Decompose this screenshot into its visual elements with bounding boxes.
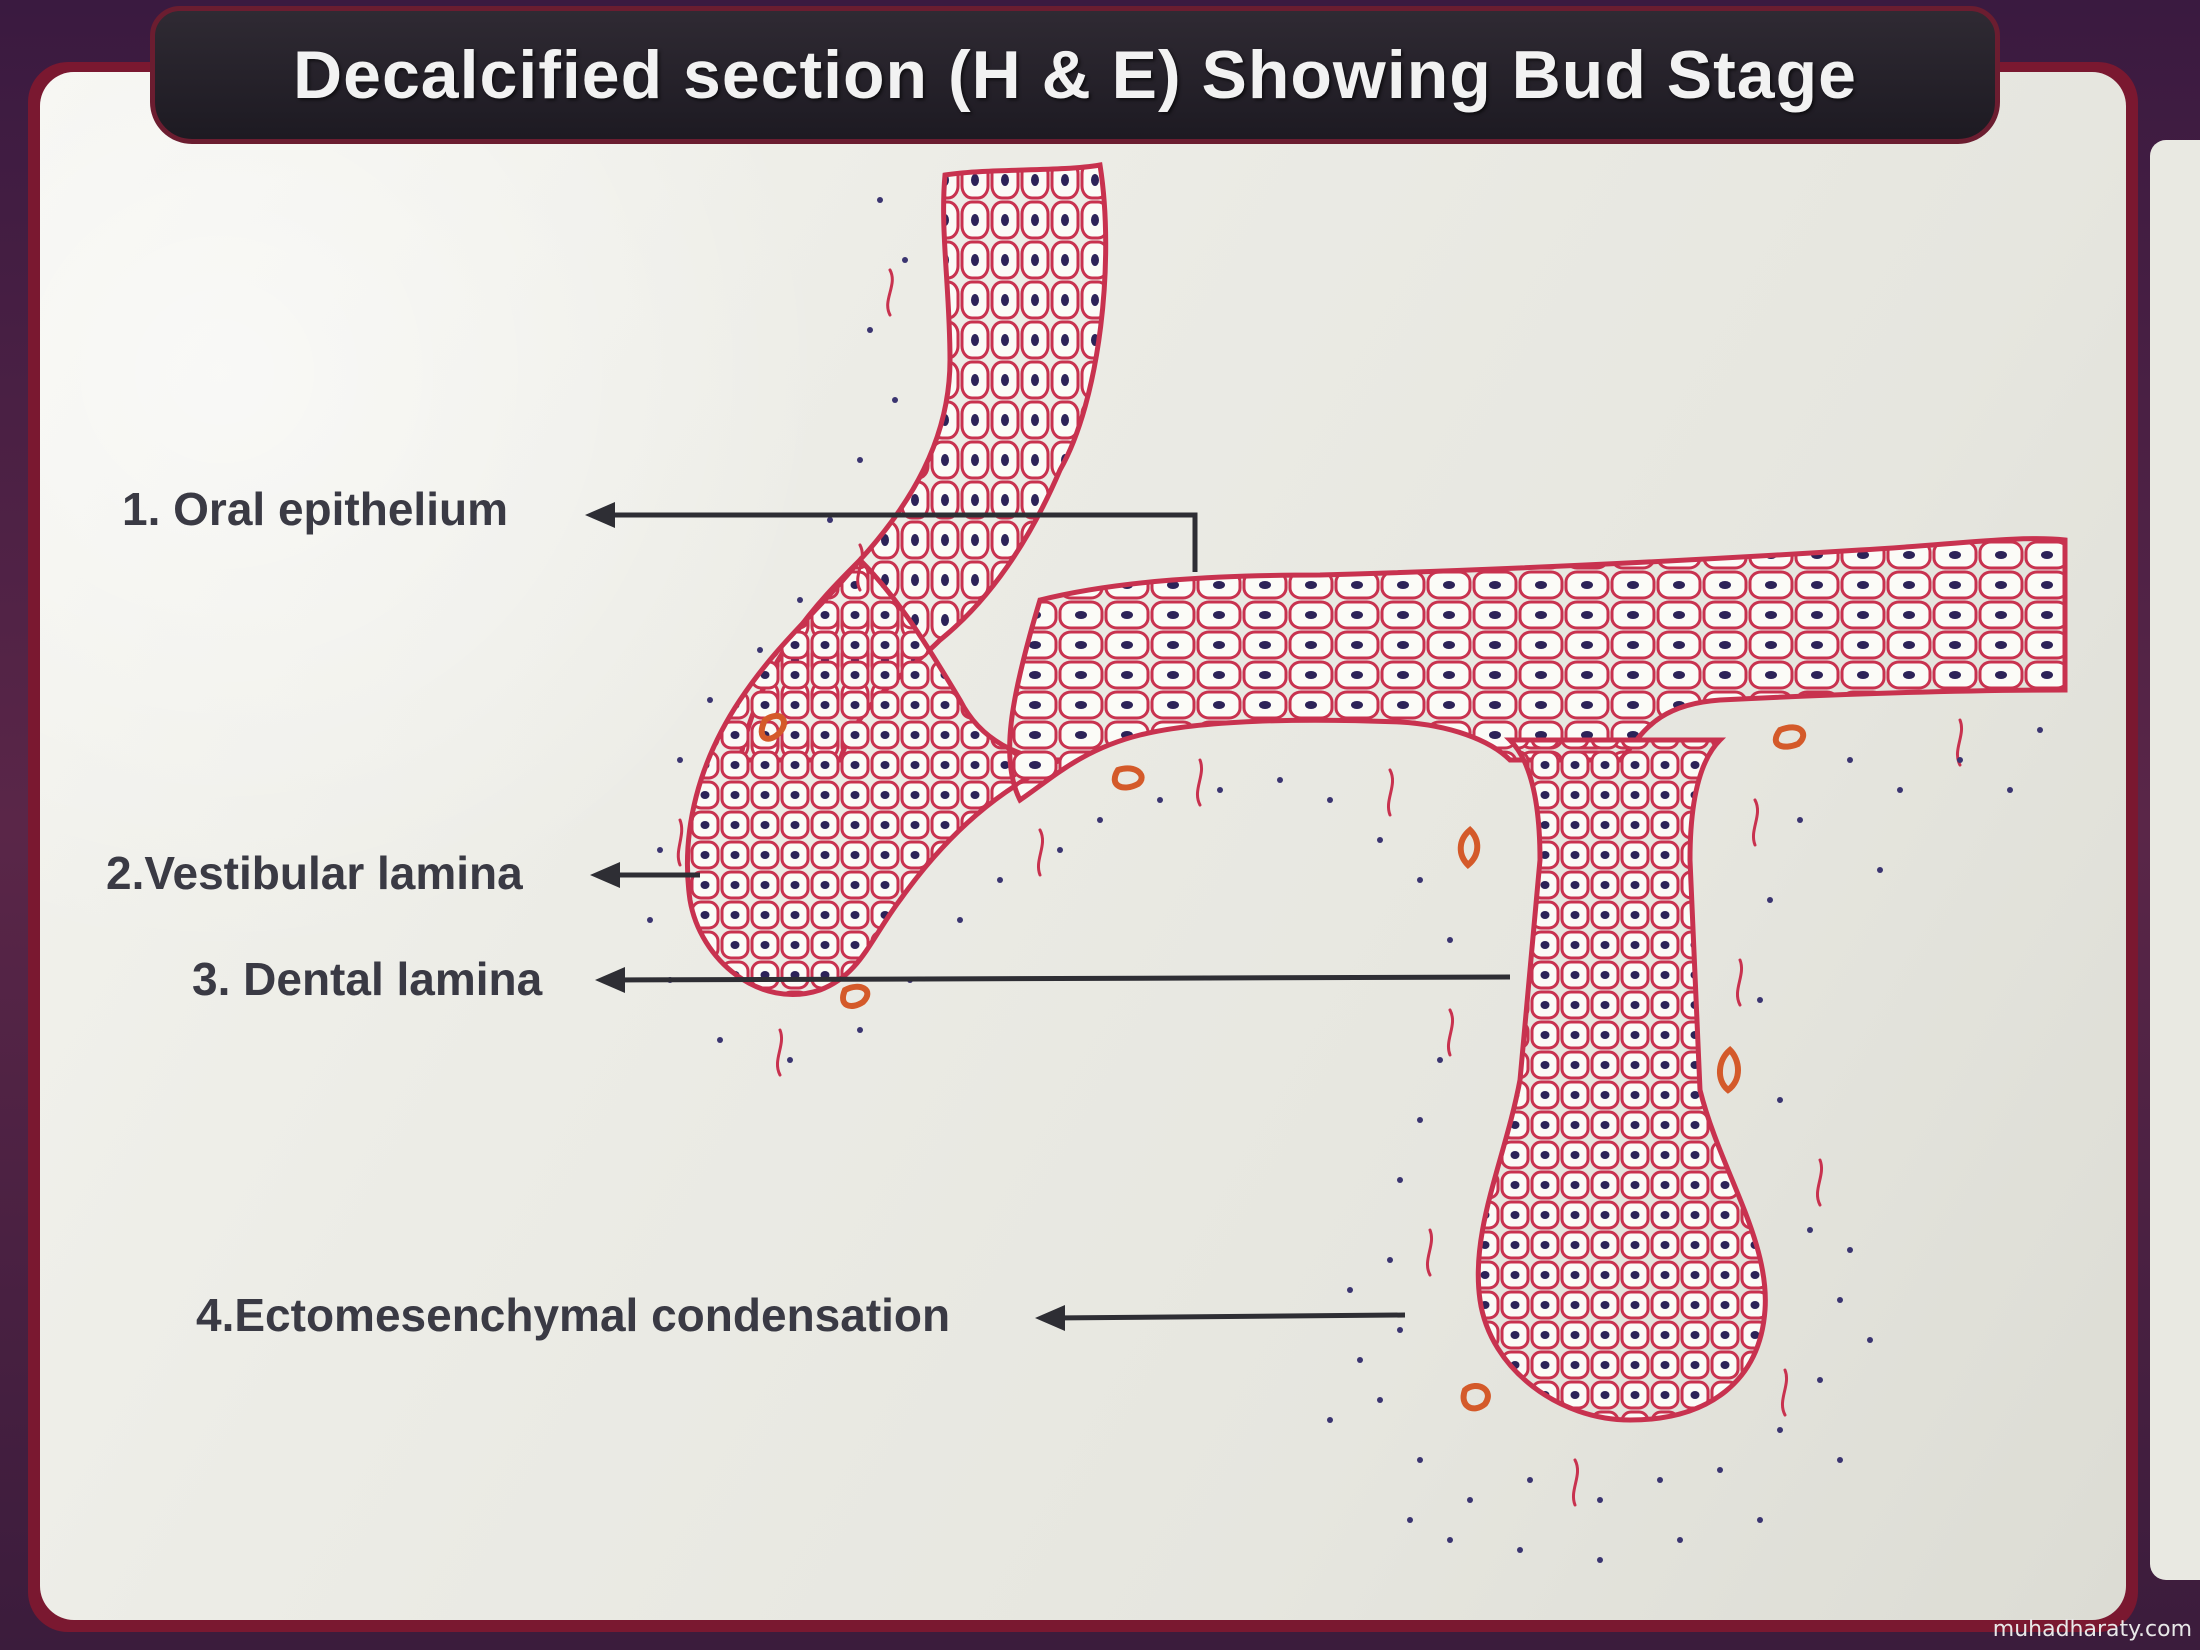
arrow-ectomesenchymal bbox=[1049, 1312, 1406, 1321]
mesenchyme-dots bbox=[647, 197, 2043, 1563]
label-vestibular-lamina: 2.Vestibular lamina bbox=[106, 847, 523, 899]
dental-lamina-bud bbox=[1475, 737, 1768, 1423]
adjacent-slide-edge bbox=[2150, 140, 2200, 1580]
watermark: muhadharaty.com bbox=[1992, 1617, 2192, 1642]
label-ectomesenchymal-condensation: 4.Ectomesenchymal condensation bbox=[196, 1289, 951, 1341]
arrow-oral-epithelium bbox=[600, 512, 1198, 572]
vestibular-lamina-band bbox=[685, 556, 1062, 997]
leader-arrows bbox=[585, 502, 1511, 1331]
label-dental-lamina: 3. Dental lamina bbox=[192, 953, 543, 1005]
label-oral-epithelium: 1. Oral epithelium bbox=[122, 483, 508, 535]
surface-epithelium-band bbox=[1007, 536, 2068, 804]
slide-panel bbox=[40, 72, 2126, 1620]
title-banner: Decalcified section (H & E) Showing Bud … bbox=[150, 6, 2000, 144]
slide-title: Decalcified section (H & E) Showing Bud … bbox=[293, 37, 1857, 113]
arrow-dental-lamina bbox=[609, 974, 1511, 983]
connective-tissue-fibers bbox=[676, 268, 1963, 1507]
blood-vessels bbox=[758, 712, 1807, 1412]
